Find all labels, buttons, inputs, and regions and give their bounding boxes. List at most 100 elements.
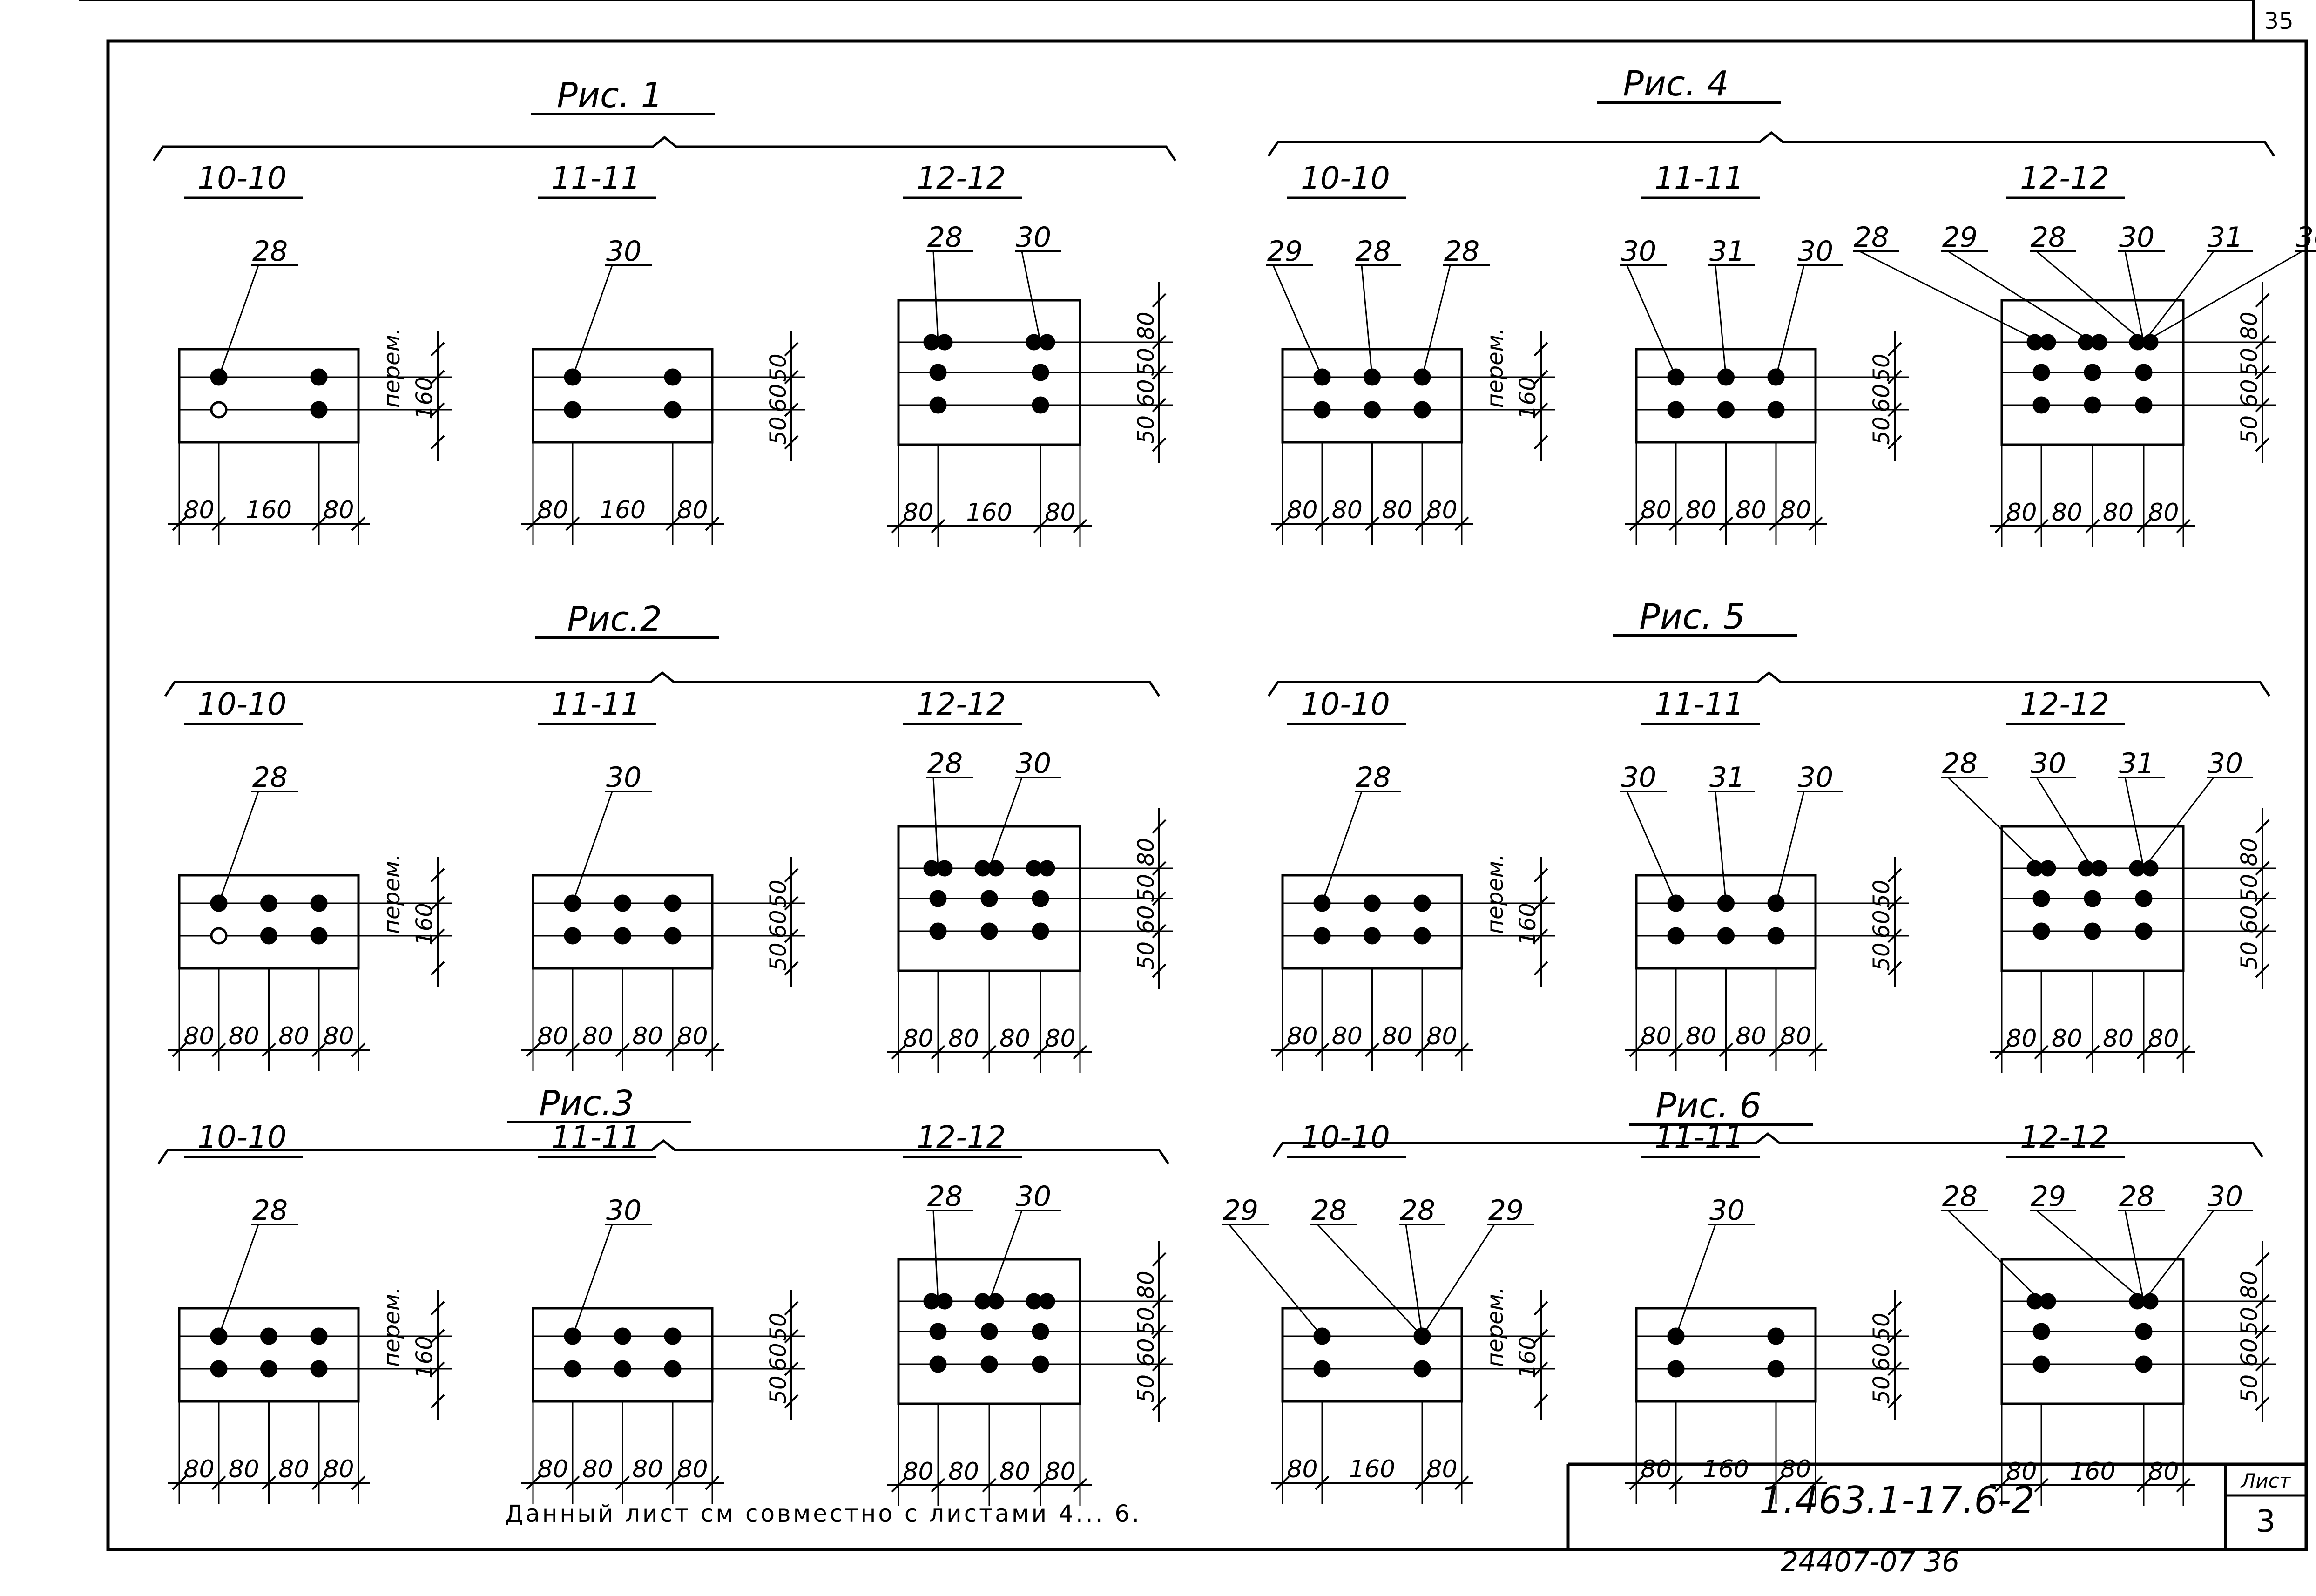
side-dimension: 50 bbox=[2236, 348, 2262, 376]
rebar-dot bbox=[1767, 1327, 1785, 1345]
figure-title: Рис.3 bbox=[539, 1083, 634, 1123]
rebar-dot bbox=[1667, 1360, 1685, 1378]
side-dimension: 50 bbox=[765, 416, 791, 445]
side-dimension: 60 bbox=[765, 1343, 791, 1371]
callout-label: 30 bbox=[2208, 1180, 2243, 1213]
section-outline bbox=[1281, 348, 1463, 444]
section-outline bbox=[178, 348, 360, 444]
rebar-dot bbox=[2039, 1293, 2056, 1310]
dimension-text: 80 bbox=[2103, 499, 2134, 527]
figure-brace bbox=[1267, 131, 2275, 157]
figure-title: Рис. 5 bbox=[1639, 597, 1745, 637]
side-dimension: 60 bbox=[1869, 1343, 1895, 1371]
callout-label: 31 bbox=[2208, 221, 2243, 254]
dimension-text: 80 bbox=[1426, 1455, 1457, 1483]
side-dimension: 60 bbox=[1133, 1338, 1159, 1366]
dimension-text: 80 bbox=[2148, 1458, 2179, 1486]
section-outline bbox=[1635, 1307, 1817, 1403]
rebar-dot bbox=[2039, 334, 2056, 351]
dimension-text: 80 bbox=[1641, 496, 1671, 524]
dimension-text: 80 bbox=[1045, 1458, 1075, 1486]
side-dimension: 50 bbox=[2236, 415, 2262, 444]
side-dimension: 50 bbox=[765, 879, 791, 908]
rebar-dot bbox=[564, 927, 581, 945]
rebar-dot bbox=[564, 1360, 581, 1378]
rebar-dot bbox=[310, 1327, 328, 1345]
section-title: 11-11 bbox=[1654, 1119, 1744, 1155]
side-dimension: 50 bbox=[2236, 1307, 2262, 1335]
section-outline bbox=[532, 874, 714, 970]
rebar-dot bbox=[664, 1360, 682, 1378]
rebar-dot bbox=[210, 1360, 228, 1378]
rebar-dot bbox=[929, 1323, 947, 1340]
page-number: 35 bbox=[2264, 7, 2294, 34]
section-outline bbox=[1281, 1307, 1463, 1403]
section-outline bbox=[532, 1307, 714, 1403]
sheet-note: Данный лист см совместно с листами 4... … bbox=[505, 1500, 1141, 1527]
dimension-text: 80 bbox=[537, 1022, 568, 1050]
section-outline bbox=[532, 348, 714, 444]
dimension-text: 80 bbox=[278, 1455, 309, 1483]
callout-label: 30 bbox=[2296, 221, 2316, 254]
rebar-dot bbox=[664, 1327, 682, 1345]
dimension-text: 80 bbox=[1382, 496, 1412, 524]
rebar-dot bbox=[260, 1360, 277, 1378]
rebar-dot bbox=[2135, 922, 2153, 940]
dimension-text: 80 bbox=[323, 1022, 354, 1050]
dimension-text: 160 bbox=[2069, 1458, 2115, 1486]
section-title: 12-12 bbox=[2020, 1119, 2109, 1155]
rebar-dot bbox=[987, 1293, 1004, 1310]
dimension-text: 80 bbox=[1426, 496, 1457, 524]
section-title: 10-10 bbox=[197, 1119, 287, 1155]
callout-label: 31 bbox=[2119, 747, 2154, 780]
figure-title: Рис.2 bbox=[567, 599, 662, 639]
rebar-dot bbox=[2032, 1323, 2050, 1340]
rebar-dot bbox=[1032, 364, 1049, 381]
rebar-dot bbox=[936, 1293, 953, 1310]
rebar-dot bbox=[1413, 1360, 1431, 1378]
side-dimension: перем. bbox=[379, 328, 405, 408]
side-dimension: перем. bbox=[1482, 1287, 1508, 1367]
side-dimension: 60 bbox=[1133, 379, 1159, 407]
section-title: 11-11 bbox=[551, 686, 641, 722]
rebar-dot bbox=[210, 401, 228, 419]
section-outline bbox=[1635, 348, 1817, 444]
rebar-dot bbox=[1667, 401, 1685, 419]
figure-brace bbox=[157, 1139, 1170, 1165]
dimension-text: 80 bbox=[2148, 499, 2179, 527]
dimension-text: 80 bbox=[1780, 1022, 1811, 1050]
figure-brace bbox=[1272, 1132, 2264, 1158]
callout-label: 30 bbox=[2119, 221, 2154, 254]
rebar-dot bbox=[1413, 401, 1431, 419]
rebar-dot bbox=[1032, 890, 1049, 907]
rebar-dot bbox=[929, 396, 947, 414]
rebar-dot bbox=[1717, 401, 1735, 419]
rebar-dot bbox=[310, 1360, 328, 1378]
side-dimension: 50 bbox=[765, 1375, 791, 1404]
dimension-text: 80 bbox=[537, 1455, 568, 1483]
rebar-dot bbox=[614, 1360, 631, 1378]
list-number: 3 bbox=[2256, 1503, 2275, 1539]
callout-label: 28 bbox=[927, 747, 963, 780]
rebar-dot bbox=[310, 401, 328, 419]
callout-label: 30 bbox=[1016, 1180, 1051, 1213]
dimension-text: 160 bbox=[600, 496, 646, 524]
side-dimension: 80 bbox=[2236, 311, 2262, 340]
rebar-dot bbox=[614, 1327, 631, 1345]
dimension-text: 80 bbox=[1641, 1455, 1671, 1483]
rebar-dot bbox=[260, 894, 277, 912]
dimension-text: 80 bbox=[2148, 1025, 2179, 1053]
side-dimension: 80 bbox=[2236, 1271, 2262, 1299]
callout-label: 28 bbox=[2119, 1180, 2154, 1213]
side-dimension: 160 bbox=[1515, 377, 1541, 419]
